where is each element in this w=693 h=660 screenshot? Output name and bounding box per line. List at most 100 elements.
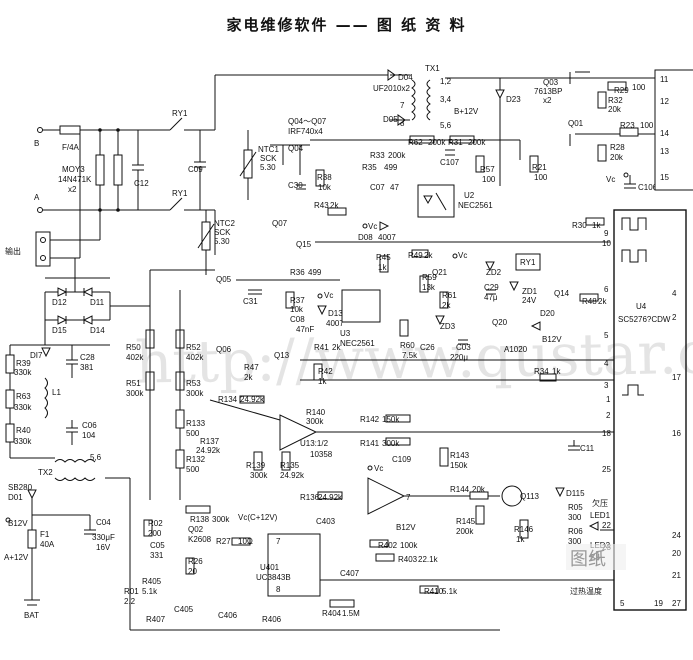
u4-controller-ic: U4 SC5276?CDW 9 10 6 5 4 3 1 2 18 25 22 …: [568, 209, 687, 611]
r27-value: 10Ω: [238, 537, 253, 546]
r145-label: R145: [456, 517, 476, 526]
d12-label: D12: [52, 298, 67, 307]
c08-value: 47nF: [296, 325, 314, 334]
r35-value: 499: [384, 163, 398, 172]
r34-label: R34: [534, 367, 549, 376]
r134-label: R134: [218, 395, 238, 404]
pin-12: 12: [660, 97, 669, 106]
r143-value: 150k: [450, 461, 468, 470]
r139-value: 300k: [250, 471, 268, 480]
l1-label: L1: [52, 388, 61, 397]
r38-label: R38: [317, 173, 332, 182]
r63-label: R63: [16, 392, 31, 401]
pin-14: 14: [660, 129, 669, 138]
output-connector: 输出: [5, 130, 101, 267]
b12v2-label: B12V: [396, 523, 416, 532]
led1-label: LED1: [590, 511, 611, 520]
vcc12-label: Vc(C+12V): [238, 513, 278, 522]
r59-label: R59: [422, 273, 437, 282]
c406-label: C406: [218, 611, 238, 620]
r31-label: R31: [448, 138, 463, 147]
c03-label: C03: [456, 343, 471, 352]
r21-label: R21: [532, 163, 547, 172]
u4-pin-24: 24: [672, 531, 681, 540]
b12v-label: B12V: [8, 519, 28, 528]
r402-value: 100k: [400, 541, 418, 550]
r31-value: 200k: [468, 138, 486, 147]
mosfet-section: Q04～Q07 IRF740x4 Q04 C30 R38 10k R35 499…: [270, 117, 610, 249]
q15-label: Q15: [296, 240, 312, 249]
c26-label: C26: [420, 343, 435, 352]
u401-pin8: 8: [276, 585, 281, 594]
u4-value: SC5276?CDW: [618, 315, 671, 324]
zd1-label: ZD1: [522, 287, 538, 296]
varistor-label: MOY3: [62, 165, 85, 174]
d13-label: D13: [328, 309, 343, 318]
r404-value: 1.5M: [342, 609, 360, 618]
r146-label: R146: [514, 525, 534, 534]
r05-value: 300: [568, 513, 582, 522]
r57-label: R57: [480, 165, 495, 174]
r49-label: R49: [408, 251, 423, 260]
zd3-label: ZD3: [440, 322, 456, 331]
tx1-pin8: 8: [400, 119, 405, 128]
r33-label: R33: [370, 151, 385, 160]
r410-label: R410: [424, 587, 444, 596]
bplus12v-label: B+12V: [454, 107, 479, 116]
c28-value: 381: [80, 363, 94, 372]
r28-label: R28: [610, 143, 625, 152]
q03-count: x2: [543, 96, 552, 105]
r405-value: 5.1k: [142, 587, 158, 596]
r47-value: 2k: [244, 373, 253, 382]
c29-label: C29: [484, 283, 499, 292]
r410-value: 5.1k: [442, 587, 458, 596]
d04-label: D04: [398, 73, 413, 82]
r45-label: R45: [376, 253, 391, 262]
u4-pin-2: 2: [606, 411, 611, 420]
r135-value: 24.92k: [280, 471, 305, 480]
c05-label: C05: [150, 541, 165, 550]
r21-value: 100: [534, 173, 548, 182]
r403-label: R403: [398, 555, 418, 564]
u4-pin-5: 5: [604, 331, 609, 340]
terminal-b-label: B: [34, 139, 39, 148]
u4-pin-20: 20: [672, 549, 681, 558]
corner-logo: 图纸: [566, 544, 626, 570]
q20-value: A1020: [504, 345, 528, 354]
pin-15: 15: [660, 173, 669, 182]
u4-label: U4: [636, 302, 647, 311]
ac-input-section: B A F/4A MOY3 14N471K x2 C12 RY1 RY1 C09…: [34, 74, 390, 275]
u4-pin-4: 4: [604, 359, 609, 368]
r133-value: 500: [186, 429, 200, 438]
pin-11: 11: [660, 75, 669, 84]
uf2010-label: UF2010x2: [373, 84, 410, 93]
vc-label: Vc: [606, 175, 615, 184]
ntc2-type: SCK: [214, 228, 231, 237]
r35-label: R35: [362, 163, 377, 172]
r139-label: R139: [246, 461, 266, 470]
r137-value: 24.92k: [196, 446, 221, 455]
u13-label: U13:1/2: [300, 439, 329, 448]
u401-value: UC3843B: [256, 573, 291, 582]
u4-pin-3: 3: [604, 381, 609, 390]
r136-label: R136: [300, 493, 320, 502]
r63-value: 330k: [14, 403, 32, 412]
u4-pin-19: 19: [654, 599, 663, 608]
r405-label: R405: [142, 577, 162, 586]
r136-value: 24.92k: [318, 493, 343, 502]
d08-value: 4007: [378, 233, 396, 242]
q04-q07-label: Q04～Q07: [288, 117, 327, 126]
r40-label: R40: [16, 426, 31, 435]
u2-label: U2: [464, 191, 475, 200]
r57-value: 100: [482, 175, 496, 184]
r02-label: R02: [148, 519, 163, 528]
r140-value: 300k: [306, 417, 324, 426]
q06-label: Q06: [216, 345, 232, 354]
ry1-label-bottom: RY1: [172, 189, 188, 198]
r406-label: R406: [262, 615, 282, 624]
r39-value: 330k: [14, 368, 32, 377]
pin-13: 13: [660, 147, 669, 156]
r142-value: 150k: [382, 415, 400, 424]
terminal-a-label: A: [34, 193, 40, 202]
r144-value: 20k: [472, 485, 486, 494]
